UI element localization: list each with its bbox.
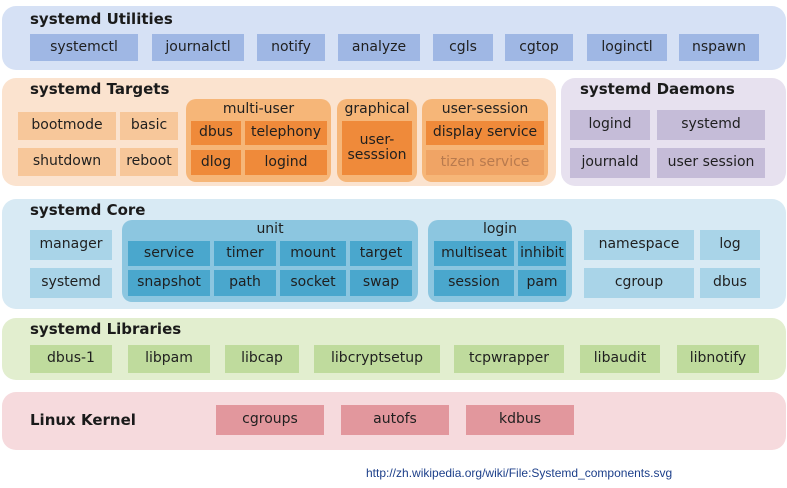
target-logind: logind bbox=[245, 150, 327, 175]
user-session-label: user-session bbox=[441, 101, 529, 117]
target-basic: basic bbox=[120, 112, 178, 140]
targets-title: systemd Targets bbox=[30, 80, 170, 98]
utility-loginctl: loginctl bbox=[587, 34, 667, 61]
utilities-title: systemd Utilities bbox=[30, 10, 173, 28]
login-multiseat: multiseat bbox=[434, 241, 514, 266]
core-manager: manager bbox=[30, 230, 112, 260]
core-namespace: namespace bbox=[584, 230, 694, 260]
multi-user-label: multi-user bbox=[222, 101, 295, 117]
library-libnotify: libnotify bbox=[677, 345, 759, 373]
target-bootmode: bootmode bbox=[18, 112, 116, 140]
daemon-systemd: systemd bbox=[657, 110, 765, 140]
unit-snapshot: snapshot bbox=[128, 270, 210, 296]
target-telephony: telephony bbox=[245, 121, 327, 145]
login-inhibit: inhibit bbox=[518, 241, 566, 266]
target-tizen-service: tizen service bbox=[426, 150, 544, 175]
libraries-title: systemd Libraries bbox=[30, 320, 182, 338]
unit-mount: mount bbox=[280, 241, 346, 266]
kernel-cgroups: cgroups bbox=[216, 405, 324, 435]
login-pam: pam bbox=[518, 270, 566, 296]
core-systemd: systemd bbox=[30, 268, 112, 298]
daemon-journald: journald bbox=[570, 148, 650, 178]
kernel-title: Linux Kernel bbox=[30, 411, 136, 429]
utility-notify: notify bbox=[257, 34, 325, 61]
utility-systemctl: systemctl bbox=[30, 34, 138, 61]
login-label: login bbox=[482, 221, 518, 237]
library-libaudit: libaudit bbox=[580, 345, 660, 373]
utility-analyze: analyze bbox=[338, 34, 420, 61]
unit-timer: timer bbox=[214, 241, 276, 266]
core-cgroup: cgroup bbox=[584, 268, 694, 298]
utility-cgls: cgls bbox=[433, 34, 493, 61]
target-user-session: user- sesssion bbox=[342, 121, 412, 175]
target-display-service: display service bbox=[426, 121, 544, 145]
utility-journalctl: journalctl bbox=[152, 34, 244, 61]
daemon-logind: logind bbox=[570, 110, 650, 140]
unit-socket: socket bbox=[280, 270, 346, 296]
unit-service: service bbox=[128, 241, 210, 266]
core-log: log bbox=[700, 230, 760, 260]
kernel-kdbus: kdbus bbox=[466, 405, 574, 435]
login-session: session bbox=[434, 270, 514, 296]
graphical-label: graphical bbox=[344, 101, 410, 117]
library-dbus-1: dbus-1 bbox=[30, 345, 112, 373]
library-tcpwrapper: tcpwrapper bbox=[454, 345, 564, 373]
unit-path: path bbox=[214, 270, 276, 296]
source-url: http://zh.wikipedia.org/wiki/File:System… bbox=[366, 466, 673, 480]
target-shutdown: shutdown bbox=[18, 148, 116, 176]
unit-label: unit bbox=[256, 221, 284, 237]
daemons-title: systemd Daemons bbox=[580, 80, 735, 98]
utility-cgtop: cgtop bbox=[505, 34, 573, 61]
daemon-user-session: user session bbox=[657, 148, 765, 178]
library-libpam: libpam bbox=[128, 345, 210, 373]
core-title: systemd Core bbox=[30, 201, 146, 219]
core-dbus: dbus bbox=[700, 268, 760, 298]
library-libcap: libcap bbox=[225, 345, 299, 373]
kernel-autofs: autofs bbox=[341, 405, 449, 435]
target-dbus: dbus bbox=[191, 121, 241, 145]
target-dlog: dlog bbox=[191, 150, 241, 175]
unit-target: target bbox=[350, 241, 412, 266]
target-reboot: reboot bbox=[120, 148, 178, 176]
unit-swap: swap bbox=[350, 270, 412, 296]
utility-nspawn: nspawn bbox=[679, 34, 759, 61]
library-libcryptsetup: libcryptsetup bbox=[314, 345, 440, 373]
